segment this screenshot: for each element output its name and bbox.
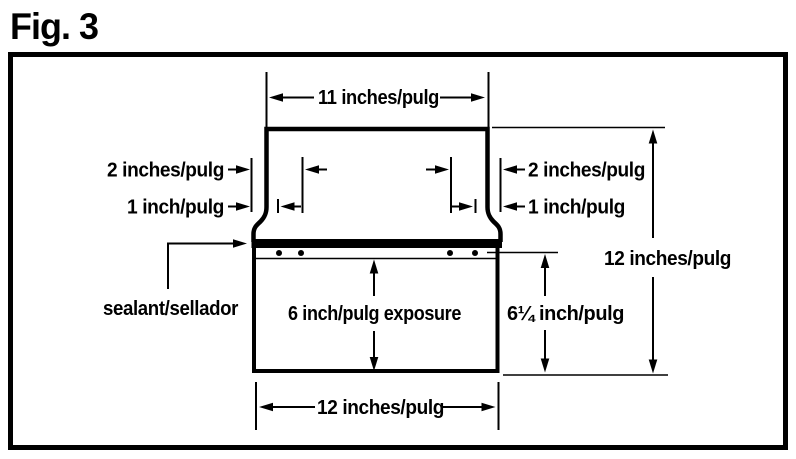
right-1inch-label: 1 inch/pulg [528, 197, 625, 219]
arrowhead-left-2inch [236, 165, 250, 174]
arrowhead-inner-right-2inch [435, 165, 449, 174]
arrowhead-height-up [648, 129, 658, 144]
diagram-linework [8, 52, 788, 450]
nail-hole-3 [447, 250, 453, 256]
arrowhead-top-right [471, 93, 485, 102]
arrowhead-right-1inch [503, 202, 517, 211]
figure-border [8, 52, 788, 450]
left-1inch-label: 1 inch/pulg [127, 197, 224, 219]
panel-height-label: 12 inches/pulg [604, 248, 731, 270]
sealant-bar [251, 239, 502, 248]
arrowhead-bottom-left [259, 402, 273, 412]
arrowhead-inner-left-1inch [280, 202, 295, 211]
arrowhead-bottom-right [481, 402, 496, 412]
diagram-fills: 11 inches/pulg 2 inches/pulg 1 inch/pulg… [103, 87, 731, 419]
sealant-label: sealant/sellador [103, 298, 239, 320]
arrowhead-inner-left-2inch [305, 165, 319, 174]
right-2inch-label: 2 inches/pulg [528, 160, 645, 182]
left-2inch-label: 2 inches/pulg [107, 160, 224, 182]
upper-panel-outline [251, 126, 503, 242]
nail-hole-2 [298, 250, 304, 256]
arrowhead-height-down [648, 359, 658, 374]
figure-title: Fig. 3 [10, 6, 98, 47]
exposure-label: 6 inch/pulg exposure [288, 303, 461, 325]
arrowhead-exposure-down [369, 357, 379, 371]
arrowhead-right-2inch [503, 165, 517, 174]
top-width-label: 11 inches/pulg [318, 87, 439, 109]
bottom-width-label: 12 inches/pulg [317, 397, 444, 419]
arrowhead-top-left [269, 93, 283, 102]
arrowhead-headlap-up [540, 254, 550, 268]
sealant-leader-line [167, 242, 233, 289]
arrowhead-sealant [233, 239, 247, 248]
arrowhead-left-1inch [236, 202, 250, 211]
arrowhead-inner-right-1inch [459, 202, 473, 211]
arrowhead-headlap-down [540, 358, 550, 373]
nail-hole-1 [276, 250, 282, 256]
arrowhead-exposure-up [369, 259, 379, 274]
nail-hole-4 [472, 250, 478, 256]
headlap-label: 6¼ inch/pulg [507, 303, 624, 325]
